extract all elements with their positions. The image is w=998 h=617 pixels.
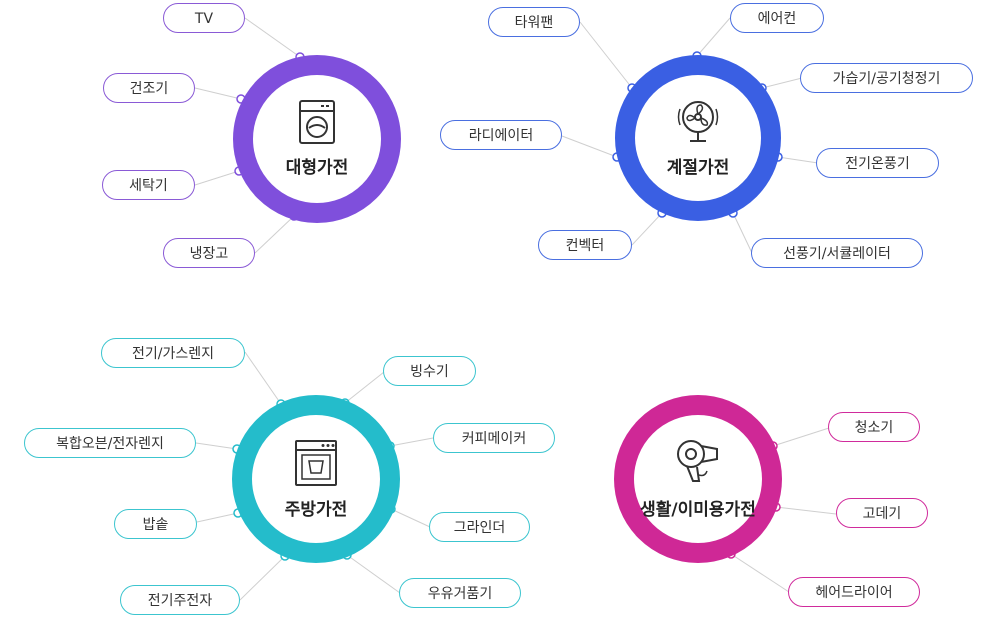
kitchen-appliances-hub: 주방가전 <box>232 395 400 563</box>
category-pill-convector[interactable]: 컨벡터 <box>538 230 632 260</box>
fan-icon <box>675 97 721 149</box>
category-pill-radiator[interactable]: 라디에이터 <box>440 120 562 150</box>
category-pill-shaved-ice-maker[interactable]: 빙수기 <box>383 356 476 386</box>
category-pill-electric-kettle[interactable]: 전기주전자 <box>120 585 240 615</box>
hair-dryer-icon <box>673 437 723 489</box>
category-pill-stove[interactable]: 전기/가스렌지 <box>101 338 245 368</box>
category-pill-coffee-maker[interactable]: 커피메이커 <box>433 423 555 453</box>
seasonal-appliances-hub: 계절가전 <box>615 55 781 221</box>
category-pill-grinder[interactable]: 그라인더 <box>429 512 530 542</box>
category-pill-dryer[interactable]: 건조기 <box>103 73 195 103</box>
large-appliances-hub: 대형가전 <box>233 55 401 223</box>
category-pill-washer[interactable]: 세탁기 <box>102 170 195 200</box>
category-pill-tower-fan[interactable]: 타워팬 <box>488 7 580 37</box>
category-pill-vacuum-cleaner[interactable]: 청소기 <box>828 412 920 442</box>
category-pill-refrigerator[interactable]: 냉장고 <box>163 238 255 268</box>
category-pill-air-conditioner[interactable]: 에어컨 <box>730 3 824 33</box>
category-pill-humidifier-purifier[interactable]: 가습기/공기청정기 <box>800 63 973 93</box>
living-beauty-appliances-hub: 생활/이미용가전 <box>614 395 782 563</box>
hub-title: 계절가전 <box>666 158 730 178</box>
hub-title: 주방가전 <box>284 500 348 520</box>
dishwasher-icon <box>293 439 339 491</box>
category-pill-milk-frother[interactable]: 우유거품기 <box>399 578 521 608</box>
category-pill-tv[interactable]: TV <box>163 3 245 33</box>
category-pill-hair-dryer[interactable]: 헤어드라이어 <box>788 577 920 607</box>
category-pill-fan-circulator[interactable]: 선풍기/서큘레이터 <box>751 238 923 268</box>
category-pill-electric-heater[interactable]: 전기온풍기 <box>816 148 939 178</box>
category-pill-hair-iron[interactable]: 고데기 <box>836 498 928 528</box>
washing-machine-icon <box>297 99 337 149</box>
category-pill-rice-cooker[interactable]: 밥솥 <box>114 509 197 539</box>
hub-title: 생활/이미용가전 <box>640 500 756 520</box>
category-pill-combi-oven-microwave[interactable]: 복합오븐/전자렌지 <box>24 428 196 458</box>
hub-title: 대형가전 <box>285 158 349 178</box>
